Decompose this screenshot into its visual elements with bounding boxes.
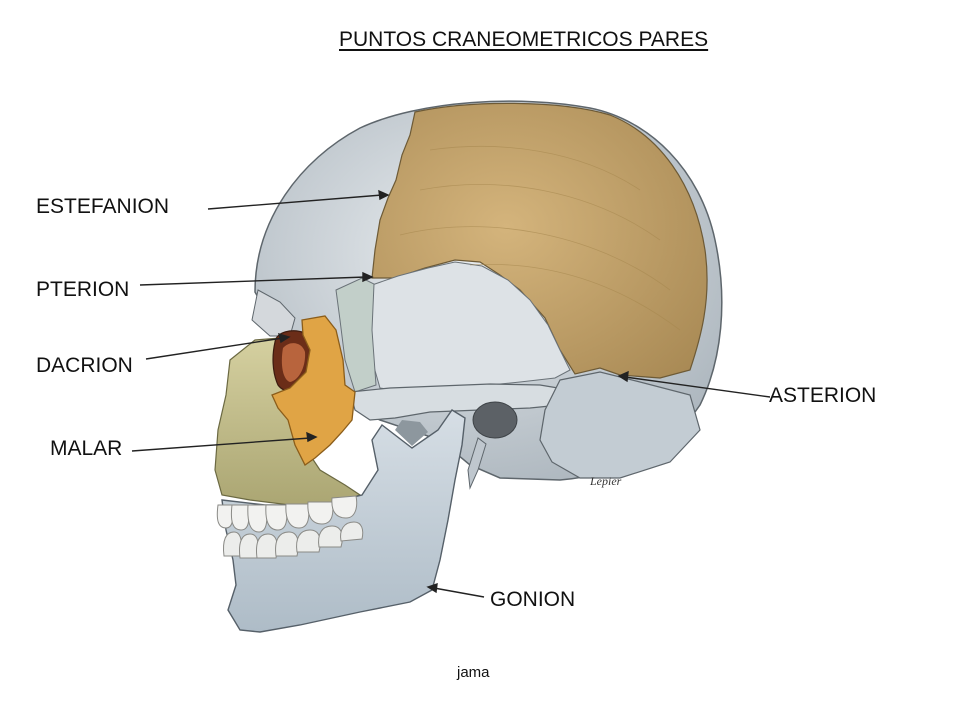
upper-teeth [216, 495, 358, 533]
label-asterion: ASTERION [769, 384, 877, 407]
label-gonion: GONION [490, 588, 576, 611]
label-estefanion: ESTEFANION [36, 195, 170, 218]
occipital-lower [539, 371, 701, 479]
arrow-asterion [617, 370, 629, 383]
pointer-estefanion [207, 194, 383, 210]
lower-teeth [223, 521, 364, 559]
pointer-asterion [624, 376, 771, 398]
footer-text: jama [457, 664, 490, 681]
artist-signature: Lepier [589, 474, 622, 488]
mandible [221, 409, 466, 633]
zygomatic-bone [271, 315, 356, 466]
arrow-dacrion [278, 332, 291, 344]
pointer-malar [131, 437, 311, 452]
styloid-process [467, 437, 487, 490]
pointer-gonion [433, 587, 485, 598]
bone-texture [399, 146, 681, 331]
label-dacrion: DACRION [36, 354, 133, 377]
pointer-pterion [139, 276, 367, 286]
label-malar: MALAR [50, 437, 123, 460]
external-acoustic-meatus [472, 401, 518, 439]
pointer-dacrion [145, 337, 284, 360]
zygomatic-arch [349, 383, 572, 421]
label-pterion: PTERION [36, 278, 130, 301]
arrow-estefanion [378, 189, 390, 201]
orbit-inner [281, 343, 306, 382]
arrow-gonion [426, 582, 438, 594]
arrow-pterion [362, 271, 374, 283]
page-title: PUNTOS CRANEOMETRICOS PARES [339, 28, 709, 51]
arrow-malar [306, 431, 318, 443]
mandibular-notch [395, 420, 428, 446]
